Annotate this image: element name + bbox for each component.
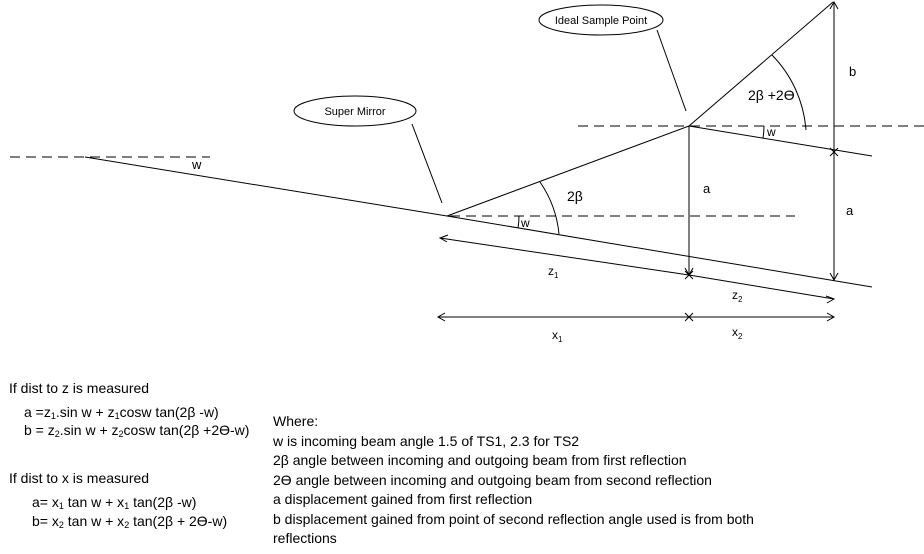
- arc-2beta-2theta: [771, 54, 807, 131]
- z-eq-a-sub1: 1: [50, 411, 56, 421]
- x-eq-a-sub1: 1: [58, 501, 64, 511]
- z-eq-b-part3: cosw tan(2β +2ϴ-w): [123, 422, 250, 438]
- x2-arrowhead-right: [826, 312, 836, 322]
- z1-arrowhead-left: [438, 234, 449, 243]
- z2-dimension-line: [688, 274, 835, 300]
- x-eq-a-sub2: 1: [124, 501, 130, 511]
- beam-continuation-line: [446, 215, 873, 288]
- z-eq-a-part2: .sin w + z: [55, 404, 115, 420]
- super-mirror-callout: [293, 95, 417, 127]
- x-measured-heading: If dist to x is measured: [9, 470, 150, 486]
- arc-w-second: [762, 125, 765, 139]
- where-line-a: a displacement gained from first reflect…: [273, 491, 533, 507]
- x-equation-a: a= x1 tan w + x1 tan(2β -w): [32, 493, 196, 511]
- label-2beta-2theta: 2β +2ϴ: [748, 87, 795, 103]
- label-w-second-reflection: w: [766, 125, 776, 139]
- label-z2: z2: [732, 288, 743, 304]
- z-equation-a: a =z1.sin w + z1cosw tan(2β -w): [24, 403, 219, 421]
- incoming-beam: [84, 156, 448, 217]
- sample-beam-extension: [688, 125, 873, 157]
- label-ideal-sample-point: Ideal Sample Point: [555, 15, 647, 27]
- z-eq-a-part1: a =z: [24, 404, 51, 420]
- label-super-mirror: Super Mirror: [324, 106, 385, 118]
- arc-w-first: [517, 215, 520, 229]
- z2-arrowhead-right: [825, 295, 836, 304]
- where-legend: Where: w is incoming beam angle 1.5 of T…: [273, 412, 833, 549]
- z-equation-b: b = z2.sin w + z2cosw tan(2β +2ϴ-w): [24, 421, 249, 439]
- second-reflected-beam: [688, 1, 834, 127]
- arc-2beta: [539, 181, 560, 235]
- arrowhead-a-right-bottom: [829, 272, 839, 282]
- z-eq-a-sub2: 1: [114, 411, 120, 421]
- where-heading: Where:: [273, 413, 319, 429]
- z-measured-heading: If dist to z is measured: [9, 380, 150, 396]
- z-eq-b-part2: .sin w + z: [59, 422, 119, 438]
- z-eq-b-sub1: 2: [54, 429, 60, 439]
- label-x2: x2: [732, 325, 743, 341]
- z-eq-b-sub2: 2: [118, 429, 124, 439]
- x1-arrowhead-left: [436, 312, 446, 322]
- x-eq-b-part2: tan w + x: [63, 513, 125, 529]
- label-b: b: [849, 64, 856, 79]
- where-line-b: b displacement gained from point of seco…: [273, 510, 754, 547]
- where-line-2beta: 2β angle between incoming and outgoing b…: [273, 452, 687, 468]
- arrowhead-b-top: [829, 0, 839, 10]
- z1-dimension-line: [439, 237, 690, 276]
- where-line-w: w is incoming beam angle 1.5 of TS1, 2.3…: [273, 432, 580, 449]
- x-eq-a-part2: tan w + x: [63, 494, 125, 510]
- super-mirror-leader: [411, 123, 443, 204]
- label-2beta: 2β: [567, 188, 583, 204]
- x-eq-a-part1: a= x: [32, 494, 59, 510]
- ideal-sample-point-callout: [538, 4, 664, 36]
- x-eq-b-sub2: 2: [124, 520, 130, 530]
- label-w-incoming: w: [191, 157, 202, 172]
- where-line-2theta: 2ϴ angle between incoming and outgoing b…: [273, 471, 712, 488]
- cross-mark-second-reflection: [829, 147, 839, 157]
- x-eq-b-sub1: 2: [58, 520, 64, 530]
- ideal-sample-point-leader: [656, 29, 687, 112]
- z-eq-a-part3: cosw tan(2β -w): [119, 404, 219, 420]
- x-eq-a-part3: tan(2β -w): [129, 494, 197, 510]
- x-equation-b: b= x2 tan w + x2 tan(2β + 2ϴ-w): [32, 512, 227, 530]
- first-reflected-beam: [446, 125, 690, 217]
- label-a-right: a: [846, 203, 854, 218]
- label-w-first-reflection: w: [520, 216, 530, 230]
- x-eq-b-part1: b= x: [32, 513, 59, 529]
- label-x1: x1: [552, 328, 563, 344]
- label-a-left: a: [703, 181, 711, 196]
- label-z1: z1: [548, 264, 559, 280]
- z-eq-b-part1: b = z: [24, 422, 55, 438]
- x-eq-b-part3: tan(2β + 2ϴ-w): [129, 513, 228, 529]
